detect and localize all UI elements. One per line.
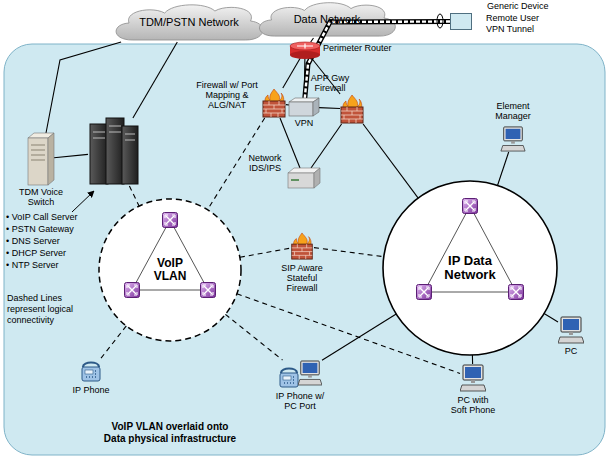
caption-note: VoIP VLAN overlaid onto Data physical in…	[100, 421, 240, 445]
node-label: • VoIP Call Server	[6, 212, 101, 222]
note-label: Remote User VPN Tunnel	[486, 13, 556, 35]
node-label: Firewall w/ Port Mapping & ALG/NAT	[196, 80, 258, 110]
physical-link	[54, 154, 88, 157]
node-label: Perimeter Router	[323, 43, 403, 53]
node-label: • NTP Server	[6, 260, 101, 270]
physical-link	[322, 314, 396, 360]
node-title: VoIP VLAN	[145, 257, 195, 283]
node-label: APP Gwy Firewall	[310, 73, 350, 93]
firewall-symbol	[341, 95, 363, 123]
node-label: • PSTN Gateway	[6, 224, 101, 234]
node-label: Element Manager	[488, 101, 538, 121]
node-label: SIP Aware Stateful Firewall	[276, 263, 328, 293]
note-label: Dashed Lines represent logical connectiv…	[7, 293, 99, 326]
physical-link	[133, 42, 177, 118]
pc-symbol	[558, 317, 584, 343]
phone-symbol	[280, 369, 298, 388]
pc-symbol	[298, 361, 322, 385]
firewall-symbol	[292, 233, 313, 259]
physical-link	[311, 38, 314, 42]
network-cloud: Data Network	[252, 0, 402, 38]
physical-link	[311, 124, 342, 168]
node-title: TDM/PSTN Network	[139, 16, 239, 28]
physical-link	[363, 124, 418, 198]
vpn-symbol	[289, 98, 319, 116]
node-label: Network IDS/IPS	[242, 153, 288, 173]
logical-link	[240, 248, 290, 257]
logical-link	[314, 248, 384, 257]
node-label: Generic Device	[487, 1, 559, 11]
phone-symbol	[82, 363, 100, 382]
vlan-circle: VoIP VLAN	[98, 198, 242, 342]
node-title: Data Network	[294, 13, 361, 25]
node-label: IP Phone w/ PC Port	[270, 391, 330, 411]
node-label: VPN	[284, 118, 324, 128]
physical-link	[319, 107, 340, 109]
pc-node: Element Manager	[500, 126, 526, 152]
router-node: Perimeter Router	[290, 42, 320, 58]
logical-link	[100, 326, 127, 360]
ids-symbol	[288, 168, 320, 188]
physical-link	[472, 355, 473, 364]
network-circle: IP Data Network	[382, 180, 558, 356]
firewall-node: APP Gwy Firewall	[340, 94, 364, 124]
node-label: • DNS Server	[6, 236, 101, 246]
phone-pc-node: IP Phone w/ PC Port	[278, 360, 322, 388]
site-band	[4, 44, 605, 455]
firewall-node: SIP Aware Stateful Firewall	[290, 232, 314, 260]
physical-link	[498, 152, 509, 186]
router-symbol	[290, 42, 320, 59]
logical-link	[129, 186, 139, 206]
physical-link	[544, 314, 558, 323]
physical-link	[286, 104, 289, 106]
vpn-node: VPN	[289, 98, 319, 116]
physical-link	[283, 58, 301, 88]
logical-link	[225, 314, 282, 360]
pc-node: PC with Soft Phone	[460, 364, 486, 392]
node-label: TDM Voice Switch	[16, 187, 66, 207]
node-title: IP Data Network	[439, 254, 501, 283]
ids-node: Network IDS/IPS	[288, 168, 320, 188]
physical-link	[46, 42, 121, 133]
leader-arrow	[72, 191, 94, 212]
pc-node: PC	[558, 316, 584, 344]
node-label: • DHCP Server	[6, 248, 101, 258]
physical-link	[304, 58, 306, 98]
generic-device: Generic Device	[450, 13, 472, 30]
pc-symbol	[501, 127, 525, 151]
voice-switch: TDM Voice Switch	[28, 133, 54, 185]
node-label: PC	[553, 346, 589, 356]
firewall-node: Firewall w/ Port Mapping & ALG/NAT	[262, 88, 286, 118]
server-cluster: • VoIP Call Server• PSTN Gateway• DNS Se…	[88, 118, 138, 186]
phone-node: IP Phone	[80, 360, 102, 382]
node-label: IP Phone	[69, 385, 113, 395]
server-symbol	[90, 118, 138, 184]
tunnel-loop	[437, 14, 443, 28]
firewall-symbol	[263, 89, 285, 117]
node-label: PC with Soft Phone	[450, 395, 496, 415]
pc-symbol	[460, 365, 486, 391]
network-cloud: TDM/PSTN Network	[108, 2, 270, 42]
voice-switch-symbol	[28, 133, 54, 185]
